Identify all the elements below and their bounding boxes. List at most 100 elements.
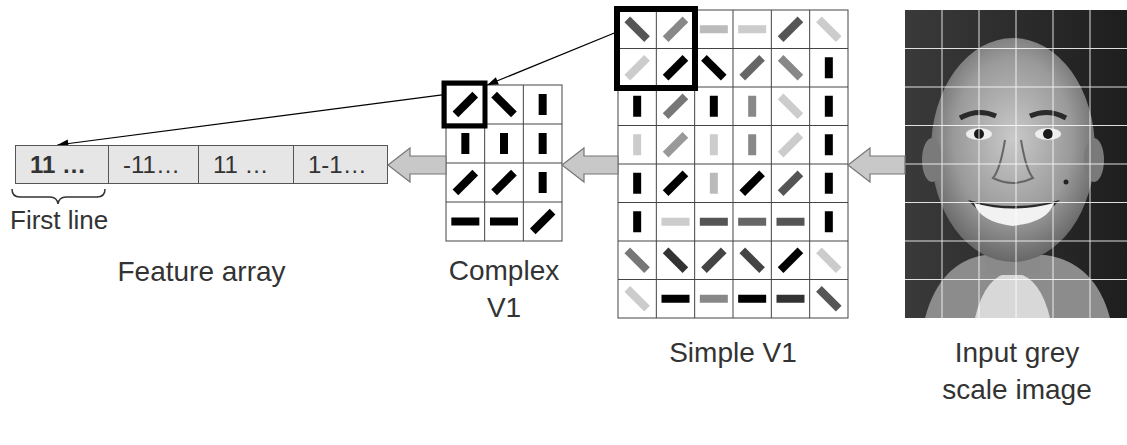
- grid-line: [618, 48, 848, 49]
- orientation-bar: [748, 96, 756, 117]
- orientation-bar: [739, 55, 764, 80]
- face-photo: [905, 10, 1127, 318]
- feature-value: 11 …: [199, 151, 269, 179]
- orientation-bar: [662, 295, 690, 303]
- annotation-label: First line: [10, 205, 108, 236]
- grid-frame: [618, 10, 848, 318]
- orientation-bar: [624, 55, 649, 80]
- orientation-bar: [748, 134, 756, 155]
- feature-value: -11…: [109, 151, 180, 179]
- orientation-bar: [738, 295, 766, 303]
- feature-value: 11 …: [16, 151, 86, 179]
- complex-v1-grid: Complex V1: [446, 85, 562, 241]
- orientation-bar: [663, 55, 688, 80]
- orientation-bar: [624, 286, 649, 311]
- orientation-bar: [739, 171, 764, 196]
- orientation-bar: [624, 17, 649, 42]
- orientation-bar: [491, 92, 516, 117]
- orientation-bar: [490, 218, 518, 226]
- stage-label: Feature array: [0, 253, 403, 290]
- arrow-body: [388, 148, 446, 182]
- arrow-body: [562, 148, 618, 182]
- block-arrow: [562, 148, 618, 182]
- orientation-bar: [816, 286, 841, 311]
- image-grid: [905, 10, 1127, 318]
- orientation-bar: [491, 170, 516, 195]
- orientation-bar: [778, 171, 803, 196]
- arrow-head: [487, 77, 499, 85]
- orientation-bar: [663, 94, 688, 119]
- stage-label: Simple V1: [608, 334, 858, 371]
- grid-line: [905, 164, 1127, 165]
- orientation-bar: [500, 133, 508, 154]
- orientation-bar: [778, 17, 803, 42]
- input-image: Input grey scale image: [905, 10, 1127, 318]
- orientation-bar: [663, 17, 688, 42]
- orientation-bar: [739, 248, 764, 273]
- orientation-bar: [451, 218, 479, 226]
- simple-v1-grid: Simple V1: [618, 10, 848, 318]
- grid-line: [618, 202, 848, 203]
- feature-cell: -11…: [108, 145, 199, 184]
- orientation-bar: [710, 173, 718, 194]
- block-arrow: [388, 148, 446, 182]
- orientation-bar: [825, 57, 833, 78]
- orientation-bar: [825, 134, 833, 155]
- orientation-bar: [701, 248, 726, 273]
- orientation-bar: [778, 132, 803, 157]
- grid-line: [618, 125, 848, 126]
- highlight-box: [617, 9, 695, 88]
- grid-line: [905, 241, 1127, 242]
- orientation-bar: [777, 295, 805, 303]
- grid-line: [905, 202, 1127, 203]
- orientation-bar: [816, 17, 841, 42]
- orientation-bar: [778, 94, 803, 119]
- orientation-bar: [539, 133, 547, 154]
- grid-line: [446, 163, 562, 164]
- arrow-body: [848, 148, 905, 182]
- complex-v1-grid: [444, 83, 562, 241]
- first-line-bracket: [12, 189, 105, 204]
- orientation-bar: [825, 211, 833, 232]
- pointer-arrow: [57, 94, 446, 147]
- orientation-bar: [624, 248, 649, 273]
- grid-line: [905, 125, 1127, 126]
- grid-line: [905, 48, 1127, 49]
- orientation-bar: [633, 211, 641, 232]
- grid-line: [618, 241, 848, 242]
- feature-cell: 1-1…: [293, 145, 388, 184]
- orientation-bar: [633, 96, 641, 117]
- orientation-bar: [539, 172, 547, 193]
- orientation-bar: [663, 171, 688, 196]
- orientation-bar: [778, 55, 803, 80]
- feature-value: 1-1…: [294, 151, 367, 179]
- grid-line: [905, 279, 1127, 280]
- grid-line: [618, 164, 848, 165]
- orientation-bar: [825, 173, 833, 194]
- grid-frame: [446, 85, 562, 241]
- arrow-line: [487, 32, 618, 85]
- pointer-arrow: [487, 32, 618, 85]
- orientation-bar: [662, 218, 690, 226]
- orientation-bar: [539, 94, 547, 115]
- orientation-bar: [663, 132, 688, 157]
- orientation-bar: [530, 209, 555, 234]
- block-arrow: [848, 148, 905, 182]
- orientation-bar: [778, 248, 803, 273]
- orientation-bar: [816, 248, 841, 273]
- feature-cell: 11 …: [198, 145, 294, 184]
- orientation-bar: [738, 218, 766, 226]
- orientation-bar: [633, 173, 641, 194]
- orientation-bar: [461, 133, 469, 154]
- orientation-bar: [453, 92, 478, 117]
- orientation-bar: [710, 96, 718, 117]
- feature-array: Feature array11 …-11…11 …1-1…: [15, 145, 388, 184]
- orientation-bar: [700, 218, 728, 226]
- orientation-bar: [825, 96, 833, 117]
- orientation-bar: [700, 295, 728, 303]
- orientation-bar: [738, 25, 766, 33]
- simple-v1-grid: [617, 9, 848, 318]
- orientation-bar: [710, 134, 718, 155]
- grid-line: [618, 279, 848, 280]
